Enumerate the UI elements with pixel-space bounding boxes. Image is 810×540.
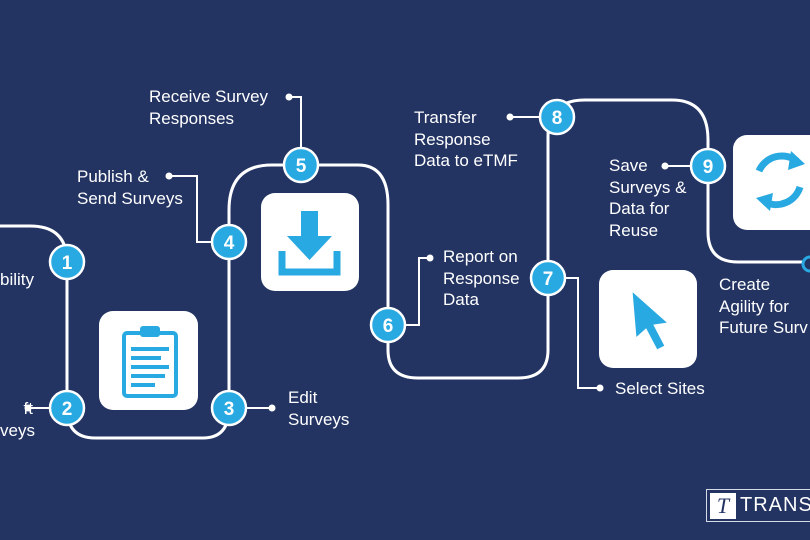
cursor-icon — [599, 270, 697, 368]
svg-text:8: 8 — [552, 108, 563, 129]
step-8-label: Transfer Response Data to eTMF — [414, 108, 518, 170]
step-circle-9: 9 — [689, 147, 727, 185]
step-1-label: bility — [0, 270, 35, 289]
step-circle-6: 6 — [369, 306, 407, 344]
step-2-label: ft veys — [0, 399, 35, 440]
svg-text:3: 3 — [224, 399, 235, 420]
logo-mark: T — [710, 492, 736, 519]
svg-text:5: 5 — [296, 156, 307, 177]
svg-text:1: 1 — [62, 253, 73, 274]
step-9-label: Save Surveys & Data for Reuse — [609, 156, 687, 240]
step-circle-2: 2 — [48, 389, 86, 427]
brand-logo: T TRANS — [706, 489, 810, 522]
step-5-label: Receive Survey Responses — [149, 87, 269, 128]
download-icon — [261, 193, 359, 291]
refresh-cycle-icon — [733, 135, 810, 230]
step-circle-8: 8 — [538, 98, 576, 136]
step-circle-1: 1 — [48, 243, 86, 281]
svg-text:6: 6 — [383, 316, 394, 337]
svg-text:9: 9 — [703, 157, 714, 178]
path-end-ring — [801, 255, 810, 273]
final-outcome-label: Create Agility for Future Surv — [719, 275, 808, 337]
step-circle-5: 5 — [282, 146, 320, 184]
step-circle-7: 7 — [529, 259, 567, 297]
leader-dots — [24, 93, 669, 412]
workflow-path — [0, 98, 810, 440]
step-7-label: Select Sites — [615, 379, 705, 398]
svg-text:4: 4 — [224, 233, 235, 254]
step-6-label: Report on Response Data — [443, 247, 520, 309]
step-circles: 1 2 3 4 5 6 7 8 9 — [48, 98, 727, 427]
logo-text: TRANS — [740, 494, 810, 516]
svg-text:2: 2 — [62, 399, 73, 420]
step-3-label: Edit Surveys — [288, 388, 350, 429]
step-circle-3: 3 — [210, 389, 248, 427]
svg-text:7: 7 — [543, 269, 554, 290]
step-circle-4: 4 — [210, 223, 248, 261]
clipboard-icon — [99, 311, 198, 410]
step-4-label: Publish & Send Surveys — [77, 167, 183, 208]
